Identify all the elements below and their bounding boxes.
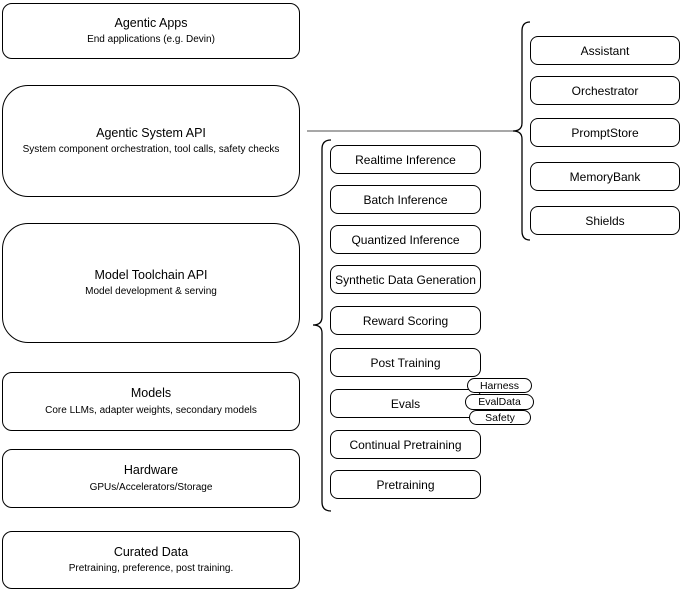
node-label: Assistant [580,43,630,58]
node-label: Quantized Inference [351,232,460,247]
node-orchestrator: Orchestrator [530,76,680,105]
node-label: Reward Scoring [362,313,449,328]
node-evals: Evals [330,389,481,418]
node-label: Post Training [370,355,441,370]
node-subtitle: GPUs/Accelerators/Storage [89,481,213,493]
node-title: Agentic System API [96,125,206,140]
node-label: Continual Pretraining [349,437,462,452]
node-quantized-inference: Quantized Inference [330,225,481,254]
node-assistant: Assistant [530,36,680,65]
node-label: Synthetic Data Generation [335,272,476,287]
node-title: Models [130,386,172,401]
node-post-training: Post Training [330,348,481,377]
tag-evaldata: EvalData [465,394,534,410]
node-subtitle: Core LLMs, adapter weights, secondary mo… [45,404,257,416]
node-label: Pretraining [376,477,435,492]
node-batch-inference: Batch Inference [330,185,481,214]
node-title: Agentic Apps [114,15,188,30]
node-synthetic-data-generation: Synthetic Data Generation [330,265,481,294]
node-curated-data: Curated Data Pretraining, preference, po… [2,531,300,589]
node-hardware: Hardware GPUs/Accelerators/Storage [2,449,300,508]
tag-label: EvalData [478,396,521,408]
node-subtitle: Model development & serving [85,286,217,298]
toolchain-group-brace [312,139,332,512]
node-subtitle: Pretraining, preference, post training. [68,563,234,575]
tag-harness: Harness [467,378,532,393]
node-reward-scoring: Reward Scoring [330,306,481,335]
node-label: MemoryBank [569,169,641,184]
node-promptstore: PromptStore [530,118,680,147]
node-label: Realtime Inference [355,152,456,167]
node-model-toolchain-api: Model Toolchain API Model development & … [2,223,300,343]
node-shields: Shields [530,206,680,235]
node-subtitle: System component orchestration, tool cal… [22,144,280,156]
tag-label: Safety [485,411,515,424]
tag-label: Harness [479,379,520,392]
node-label: Batch Inference [363,192,448,207]
node-label: Shields [585,213,625,228]
node-label: PromptStore [571,125,639,140]
node-title: Model Toolchain API [94,267,208,282]
node-subtitle: End applications (e.g. Devin) [87,34,215,46]
node-memorybank: MemoryBank [530,162,680,191]
node-agentic-apps: Agentic Apps End applications (e.g. Devi… [2,3,300,59]
tag-safety: Safety [469,410,531,425]
node-agentic-system-api: Agentic System API System component orch… [2,85,300,197]
node-models: Models Core LLMs, adapter weights, secon… [2,372,300,431]
node-label: Evals [390,396,421,411]
node-realtime-inference: Realtime Inference [330,145,481,174]
node-title: Curated Data [113,544,189,559]
system-group-brace [512,21,531,241]
node-continual-pretraining: Continual Pretraining [330,430,481,459]
node-title: Hardware [123,463,179,478]
node-pretraining: Pretraining [330,470,481,499]
node-label: Orchestrator [571,83,639,98]
